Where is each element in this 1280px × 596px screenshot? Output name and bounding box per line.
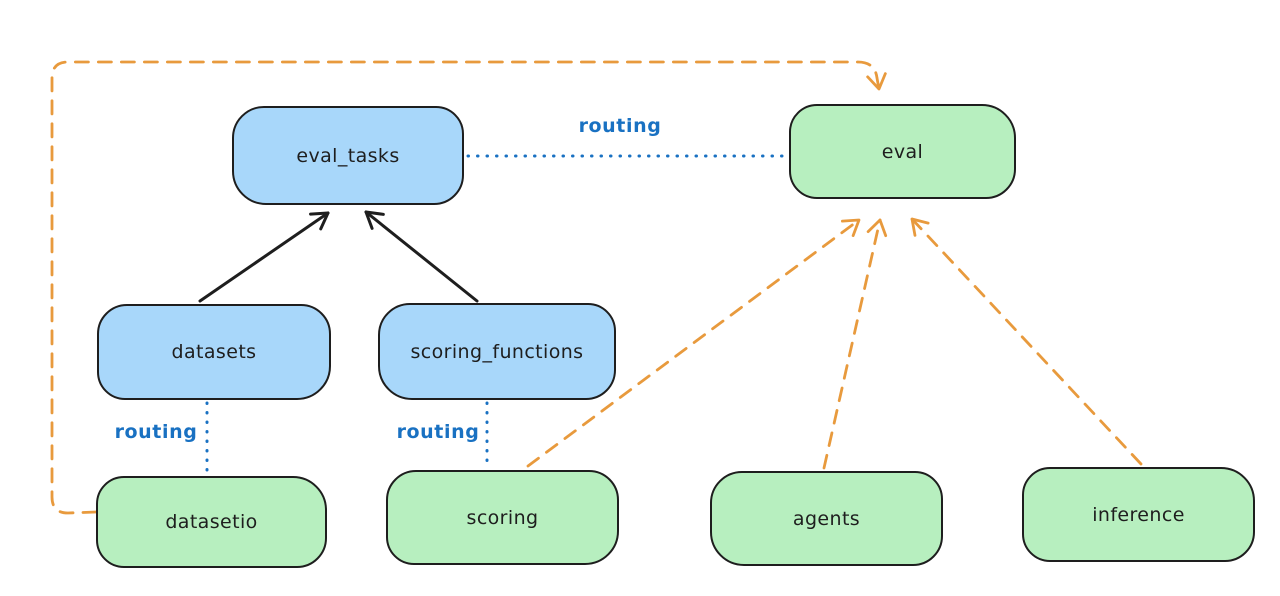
node-scoring-functions: scoring_functions [378, 303, 616, 400]
node-inference: inference [1022, 467, 1255, 562]
edge-agents-to-eval [822, 218, 888, 470]
node-inference-label: inference [1092, 503, 1185, 526]
node-eval-tasks: eval_tasks [232, 106, 464, 205]
node-eval: eval [789, 104, 1016, 199]
edge-inference-to-eval [910, 217, 1143, 466]
edge-label-routing-left: routing [114, 421, 198, 443]
node-scoring: scoring [386, 470, 619, 565]
edge-scoring-functions-to-eval-tasks [364, 210, 479, 303]
node-eval-tasks-label: eval_tasks [296, 144, 400, 167]
edge-label-routing-middle: routing [396, 421, 480, 443]
edge-label-routing-top: routing [578, 115, 662, 137]
node-scoring-functions-label: scoring_functions [410, 340, 584, 363]
node-datasetio: datasetio [96, 476, 327, 568]
node-eval-label: eval [881, 140, 924, 163]
node-datasets: datasets [97, 304, 331, 400]
edge-datasets-to-eval-tasks [198, 211, 330, 303]
edge-scoring-to-eval [526, 218, 861, 468]
edge-datasetio-to-eval [50, 60, 887, 515]
node-datasets-label: datasets [171, 341, 257, 363]
node-agents: agents [710, 471, 943, 566]
node-agents-label: agents [792, 507, 861, 530]
node-datasetio-label: datasetio [165, 511, 258, 533]
node-scoring-label: scoring [466, 506, 539, 529]
